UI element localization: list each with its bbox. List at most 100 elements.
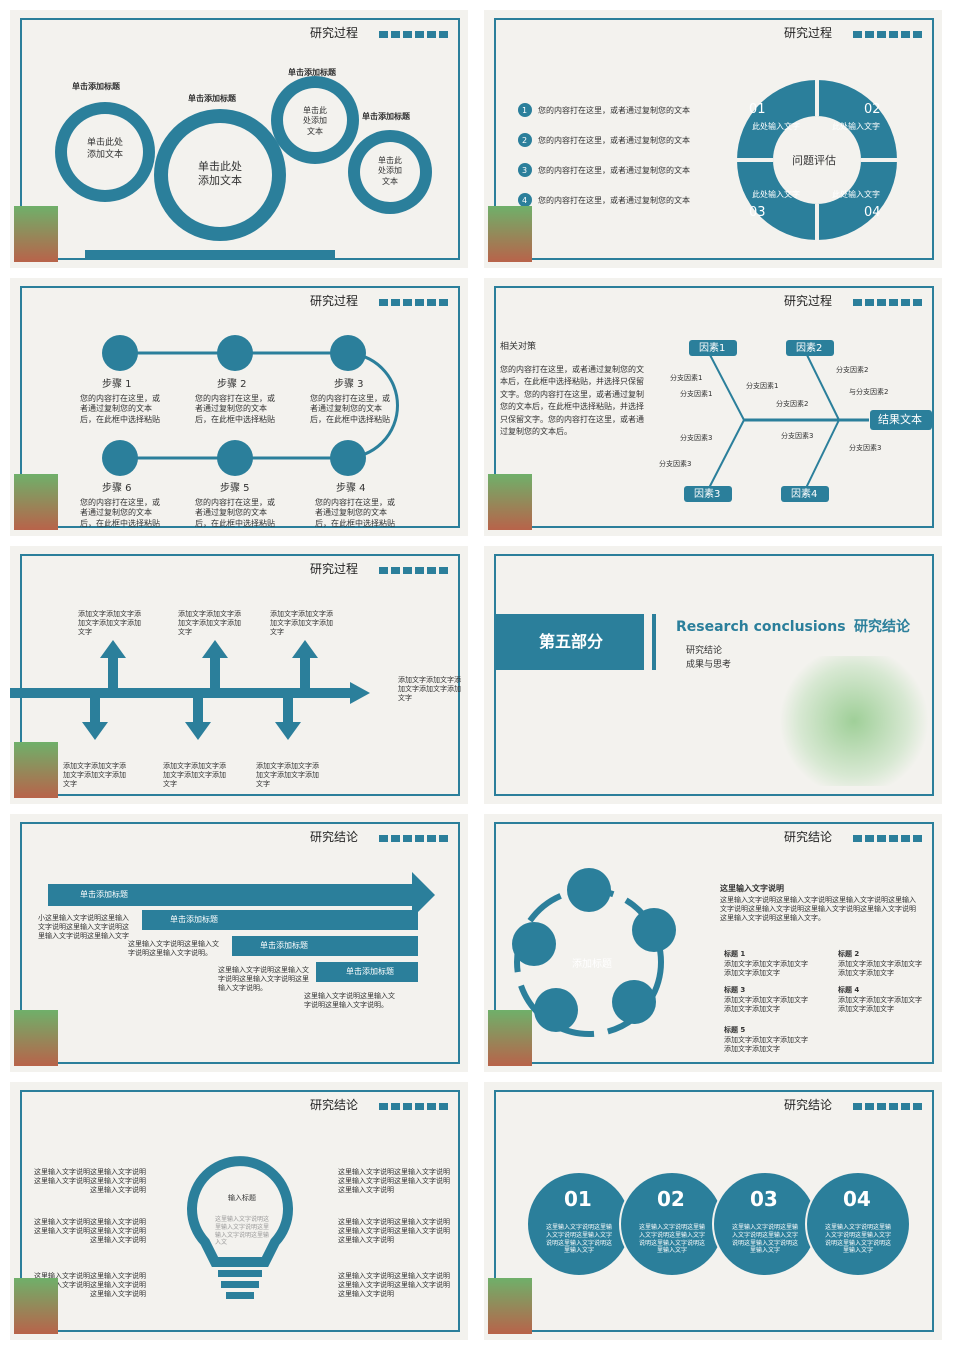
num-1: 1: [522, 106, 528, 115]
title-bars: [853, 835, 922, 842]
sub-3: 分支因素1: [746, 382, 779, 390]
factor-3: 因素3: [694, 489, 721, 500]
books-illustration: [488, 206, 532, 262]
part-banner: [494, 614, 644, 670]
step-desc-2: 您的内容打在这里，或者通过复制您的文本后，在此框中选择粘贴: [195, 394, 275, 424]
vertical-rule: [652, 614, 656, 670]
left-text-2: 这里输入文字说明这里输入文字说明这里输入文字说明这里输入文字说明这里输入文字说明: [34, 1218, 146, 1245]
timeline-text-1: 添加文字添加文字添加文字添加文字添加文字: [78, 610, 141, 637]
num-2: 2: [522, 136, 528, 145]
section-item-1: 研究结论: [686, 646, 723, 656]
list-item-2: 您的内容打在这里，或者通过复制您的文本: [538, 136, 690, 145]
arrow-title-2: 单击添加标题: [170, 915, 218, 924]
circle-num-4: 04: [843, 1187, 871, 1211]
step-5: 步骤 5: [220, 483, 250, 494]
slide-6-section: 第五部分 Research conclusions 研究结论 研究结论 成果与思…: [484, 546, 942, 804]
factor-4: 因素4: [791, 489, 818, 500]
seg-text-2: 此处输入文字: [832, 122, 880, 131]
slide-1-gears: 研究过程 单击添加标题 单击添加标题 单击添加标题 单击添加标题 单击此处 添加…: [10, 10, 468, 268]
slide-5-timeline: 研究过程 添加文字添加文字添加文字添加文字添加文字 添加文字添加文字添加文字添加…: [10, 546, 468, 804]
bulb-title: 输入标题: [228, 1194, 256, 1202]
right-text-1: 这里输入文字说明这里输入文字说明这里输入文字说明这里输入文字说明这里输入文字说明: [338, 1168, 450, 1195]
label-text-2: 添加文字添加文字添加文字添加文字添加文字: [838, 960, 922, 978]
section-cn: 研究结论: [854, 619, 910, 635]
timeline-text-5: 添加文字添加文字添加文字添加文字添加文字: [63, 762, 126, 789]
slide-9-bulb: 研究结论 输入标题 这里输入文字说明这里输入文字说明这里输入文字说明这里输入文 …: [10, 1082, 468, 1340]
slide-title: 研究结论: [784, 830, 833, 844]
sub-10: 分支因素3: [849, 444, 882, 452]
label-text-3: 添加文字添加文字添加文字添加文字添加文字: [724, 996, 808, 1014]
list-item-3: 您的内容打在这里，或者通过复制您的文本: [538, 166, 690, 175]
circle-text-1: 这里输入文字说明这里输入文字说明这里输入文字说明这里输入文字说明这里输入文字: [545, 1224, 612, 1255]
step-desc-3: 您的内容打在这里，或者通过复制您的文本后，在此框中选择粘贴: [310, 394, 390, 424]
step-desc-4: 您的内容打在这里，或者通过复制您的文本后，在此框中选择粘贴: [315, 498, 395, 528]
cycle-para: 这里输入文字说明这里输入文字说明这里输入文字说明这里输入文字说明这里输入文字说明…: [720, 896, 916, 923]
circles-graphic: [526, 1171, 911, 1277]
gear-text-3: 单击此 处添加 文本: [303, 106, 327, 136]
label-text-5: 添加文字添加文字添加文字添加文字添加文字: [724, 1036, 808, 1054]
timeline-text-2: 添加文字添加文字添加文字添加文字添加文字: [178, 610, 241, 637]
seg-text-1: 此处输入文字: [752, 122, 800, 131]
slide-3-steps: 研究过程 步骤 1 步骤 2 步骤 3 步骤 4 步骤 5 步骤 6 您的内容打…: [10, 278, 468, 536]
heading: 相关对策: [500, 342, 537, 352]
books-illustration: [14, 1278, 58, 1334]
ring-graphic: [518, 80, 897, 240]
arrow-desc-2: 这里输入文字说明这里输入文字说明这里输入文字说明。: [128, 940, 219, 958]
sub-6: 与分支因素2: [849, 388, 889, 396]
left-text-3: 这里输入文字说明这里输入文字说明这里输入文字说明这里输入文字说明这里输入文字说明: [34, 1272, 146, 1299]
title-bars: [379, 1103, 448, 1110]
step-2: 步骤 2: [217, 379, 247, 390]
title-bars: [853, 299, 922, 306]
slide-title: 研究结论: [784, 1098, 833, 1112]
gear-label-3: 单击添加标题: [288, 68, 336, 77]
slide-title: 研究过程: [310, 562, 359, 576]
circle-text-4: 这里输入文字说明这里输入文字说明这里输入文字说明这里输入文字说明这里输入文字: [824, 1224, 891, 1255]
label-3: 标题 3: [724, 986, 746, 994]
label-text-1: 添加文字添加文字添加文字添加文字添加文字: [724, 960, 808, 978]
step-3: 步骤 3: [334, 379, 364, 390]
title-bars: [379, 31, 448, 38]
title-bars: [379, 835, 448, 842]
num-3: 3: [522, 166, 528, 175]
factor-2: 因素2: [796, 343, 823, 354]
part-title: 第五部分: [539, 632, 604, 651]
circle-num-3: 03: [750, 1187, 778, 1211]
arrow-desc-4: 这里输入文字说明这里输入文字说明这里输入文字说明。: [304, 992, 395, 1010]
step-desc-5: 您的内容打在这里，或者通过复制您的文本后，在此框中选择粘贴: [195, 498, 275, 528]
step-4: 步骤 4: [336, 483, 366, 494]
seg-num-4: 04: [864, 205, 881, 220]
books-illustration: [14, 742, 58, 798]
circle-num-2: 02: [657, 1187, 685, 1211]
timeline-text-6: 添加文字添加文字添加文字添加文字添加文字: [163, 762, 226, 789]
label-text-4: 添加文字添加文字添加文字添加文字添加文字: [838, 996, 922, 1014]
slide-10-circles: 研究结论 01 02 03 04 这里输入文字说明这里输入文字说明这里输入文字说…: [484, 1082, 942, 1340]
gear-label-1: 单击添加标题: [72, 82, 120, 91]
sub-5: 分支因素2: [776, 400, 809, 408]
sub-9: 分支因素3: [781, 432, 814, 440]
timeline-text-4: 添加文字添加文字添加文字添加文字添加文字: [398, 676, 461, 703]
sub-2: 分支因素1: [680, 390, 713, 398]
fishbone-graphic: [684, 340, 932, 502]
title-bars: [379, 299, 448, 306]
books-illustration: [488, 1278, 532, 1334]
landscape-illustration: [779, 656, 929, 786]
slide-4-fishbone: 研究过程 相关对策 您的内容打在这里，或者通过复制您的文本后，在此框中选择粘贴，…: [484, 278, 942, 536]
right-text-3: 这里输入文字说明这里输入文字说明这里输入文字说明这里输入文字说明这里输入文字说明: [338, 1272, 450, 1299]
timeline-text-3: 添加文字添加文字添加文字添加文字添加文字: [270, 610, 333, 637]
books-illustration: [14, 206, 58, 262]
steps-graphic: [102, 335, 399, 476]
title-bars: [853, 1103, 922, 1110]
step-6: 步骤 6: [102, 483, 132, 494]
books-illustration: [14, 474, 58, 530]
bulb-text: 这里输入文字说明这里输入文字说明这里输入文字说明这里输入文: [215, 1216, 270, 1247]
sub-7: 分支因素3: [680, 434, 713, 442]
step-1: 步骤 1: [102, 379, 132, 390]
arrows-graphic: [48, 872, 435, 982]
label-5: 标题 5: [724, 1026, 746, 1034]
left-text-1: 这里输入文字说明这里输入文字说明这里输入文字说明这里输入文字说明这里输入文字说明: [34, 1168, 146, 1195]
section-item-2: 成果与思考: [686, 660, 732, 670]
ring-center: 问题评估: [792, 154, 836, 167]
arrow-desc-1: 小这里输入文字说明这里输入文字说明这里输入文字说明这里输入文字说明这里输入文字: [38, 914, 129, 941]
arrow-title-4: 单击添加标题: [346, 967, 394, 976]
slide-2-ring: 研究过程 1 2 3 4 您的内容打在这里，或者通过复制您的文本 您的内容打在这…: [484, 10, 942, 268]
